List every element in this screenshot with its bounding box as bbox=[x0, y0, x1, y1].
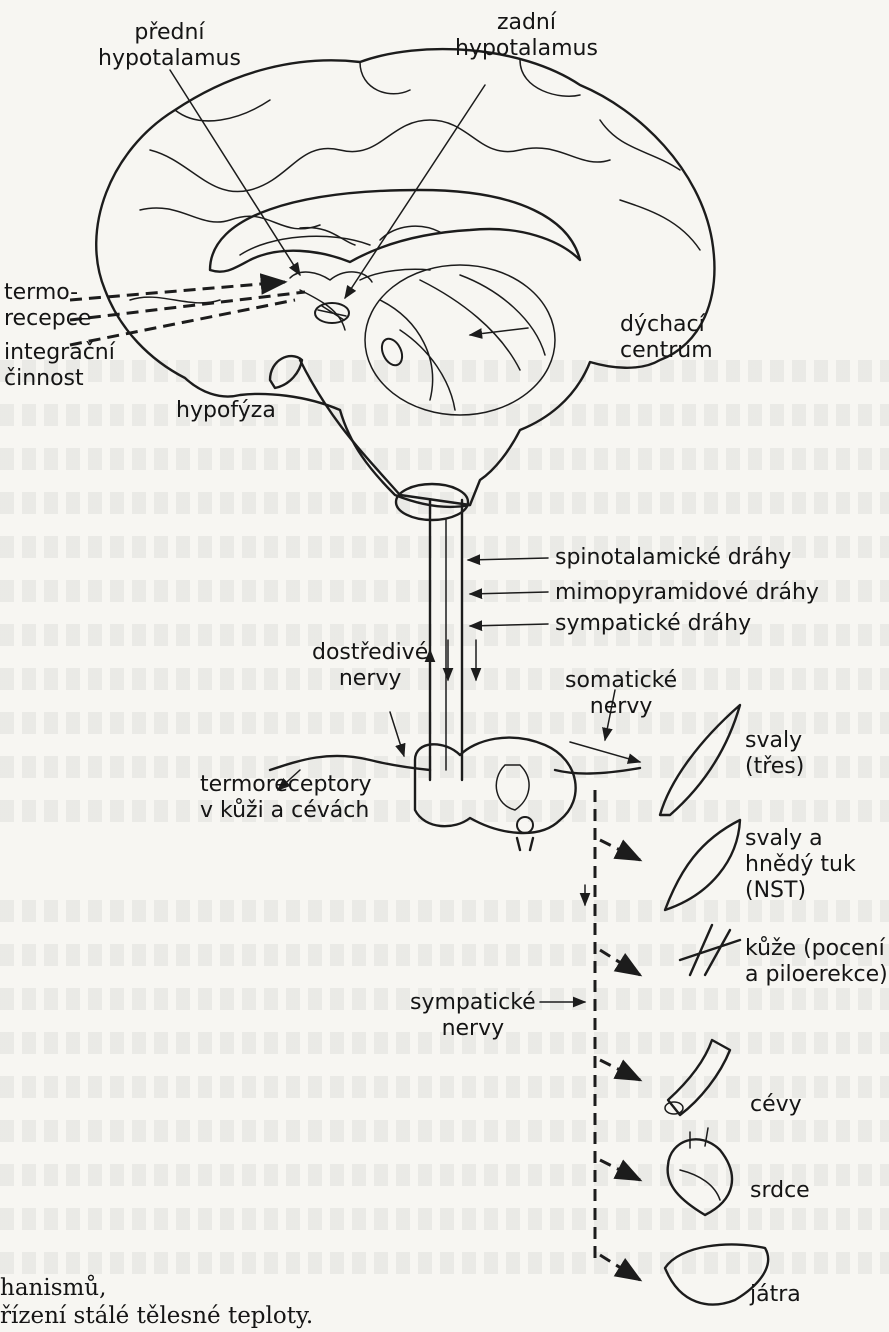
label-muscles-tremor: svaly (třes) bbox=[745, 728, 804, 780]
vessel-drawing bbox=[665, 1040, 730, 1115]
label-somatic-nerves: somatické nervy bbox=[565, 668, 677, 720]
skin-drawing bbox=[680, 925, 740, 975]
muscle-tremor-drawing bbox=[660, 705, 740, 815]
label-thermoreception: termo- recepce bbox=[4, 280, 91, 332]
label-thermoreceptors: termoreceptory v kůži a cévách bbox=[200, 772, 372, 824]
muscle-brown-fat-drawing bbox=[665, 820, 740, 910]
label-integrative-activity: integrační činnost bbox=[4, 340, 115, 392]
label-vessels: cévy bbox=[750, 1092, 802, 1118]
label-anterior-hypothalamus: přední hypotalamus bbox=[98, 20, 241, 72]
label-skin: kůže (pocení a piloerekce) bbox=[745, 936, 888, 988]
label-muscles-brown-fat: svaly a hnědý tuk (NST) bbox=[745, 826, 856, 904]
label-afferent-nerves: dostředivé nervy bbox=[312, 640, 428, 692]
label-liver: játra bbox=[750, 1282, 801, 1308]
heart-drawing bbox=[668, 1128, 732, 1215]
label-posterior-hypothalamus: zadní hypotalamus bbox=[455, 10, 598, 62]
label-heart: srdce bbox=[750, 1178, 810, 1204]
label-respiratory-center: dýchací centrum bbox=[620, 312, 713, 364]
label-spinothalamic-tracts: spinotalamické dráhy bbox=[555, 545, 791, 571]
brain-drawing bbox=[96, 49, 714, 520]
caption-line-1: hanismů, bbox=[0, 1275, 106, 1301]
caption-line-2: řízení stálé tělesné teploty. bbox=[0, 1303, 313, 1329]
label-sympathetic-nerves: sympatické nervy bbox=[410, 990, 536, 1042]
label-sympathetic-tracts: sympatické dráhy bbox=[555, 611, 751, 637]
label-extrapyramidal-tracts: mimopyramidové dráhy bbox=[555, 580, 819, 606]
label-hypophysis: hypofýza bbox=[176, 398, 276, 424]
